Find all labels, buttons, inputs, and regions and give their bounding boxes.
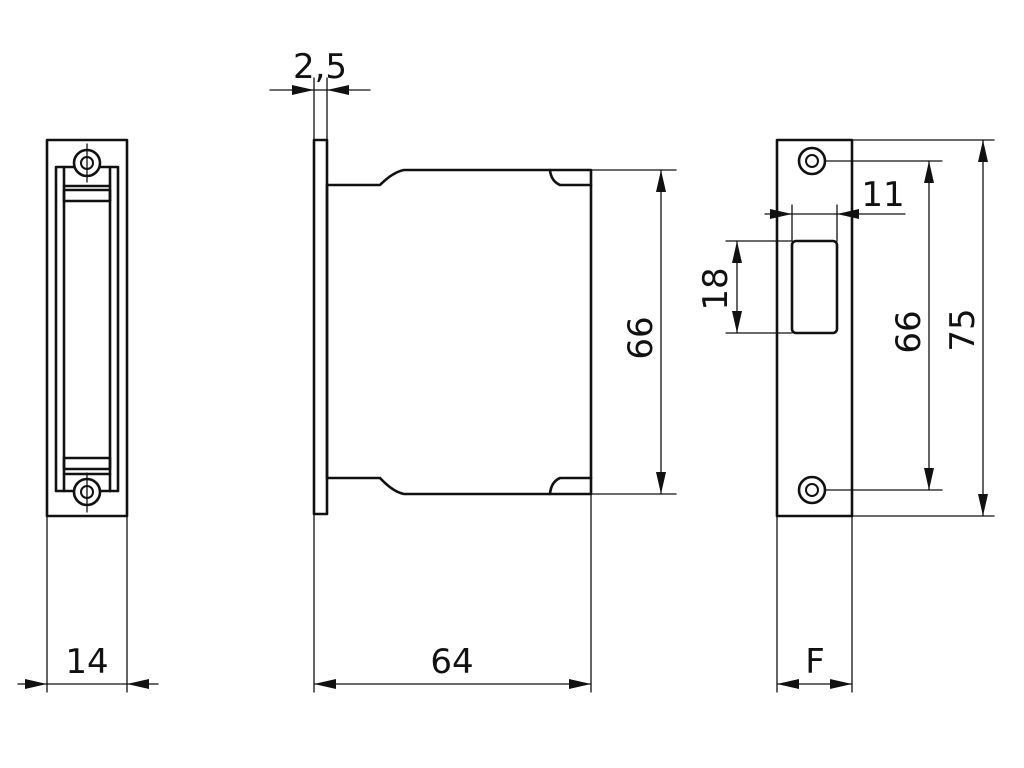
strike-plate-view: 11 18 66 75 F [696,138,995,693]
plate-height-arrow-bottom [978,494,988,516]
front-lower-bar [62,456,112,471]
slot-width-arrow-right [837,209,859,219]
strike-top-screw-hole-icon [797,146,827,176]
strike-plate-outline [775,138,854,518]
plate-height-label: 75 [943,308,983,351]
front-width-arrow-right [127,679,149,689]
side-view: 2,5 66 64 [269,47,677,693]
slot-height-arrow-top [732,241,742,263]
front-view: 14 [17,138,159,693]
latch-slot [790,239,839,335]
plate-width-arrow-left [777,679,799,689]
front-width-label: 14 [65,642,108,682]
strike-bottom-screw-hole-icon [797,475,827,505]
slot-width-label: 11 [861,175,904,215]
body-height-label: 66 [621,316,661,359]
slot-height-label: 18 [696,267,736,310]
flange-thickness-label: 2,5 [293,47,347,87]
hole-spacing-arrow-top [924,161,934,183]
plate-height-arrow-top [978,140,988,162]
front-width-arrow-left [25,679,47,689]
side-bottom-notch [548,476,593,496]
body-depth-label: 64 [430,642,473,682]
depth-arrow-left [314,679,336,689]
hole-spacing-arrow-bottom [924,468,934,490]
front-upper-bar [62,188,112,203]
front-plate-outline [45,138,129,518]
slot-height-arrow-bottom [732,311,742,333]
hole-spacing-label: 66 [889,310,929,353]
front-top-screw-hole-icon [72,143,102,183]
body-height-arrow-bottom [656,472,666,494]
side-top-notch [548,168,593,187]
flange-arrow-left [292,85,314,95]
depth-arrow-right [569,679,591,689]
plate-width-label: F [805,642,825,682]
front-bottom-screw-hole-icon [72,472,102,513]
flange-arrow-right [327,85,349,95]
slot-width-arrow-left [770,209,792,219]
plate-width-arrow-right [830,679,852,689]
side-flange [312,138,329,516]
body-height-arrow-top [656,170,666,192]
side-lock-body [325,168,593,496]
